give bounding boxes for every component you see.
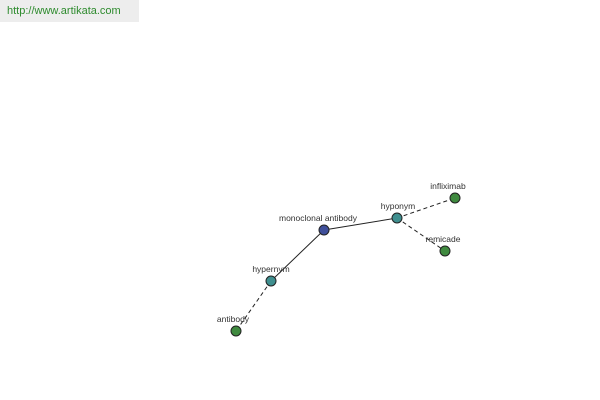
edge-hyponym-remicade (396, 217, 446, 252)
node-label-hyponym[interactable]: hyponym (381, 201, 416, 211)
node-hyponym[interactable] (391, 212, 403, 224)
edge-center-hypernym (270, 229, 325, 282)
node-center[interactable] (318, 224, 330, 236)
node-label-center[interactable]: monoclonal antibody (279, 213, 358, 223)
node-hypernym[interactable] (265, 275, 277, 287)
node-label-remicade[interactable]: remicade (426, 234, 461, 244)
labels-layer: monoclonal antibody hypernym hyponym antibo… (217, 181, 466, 324)
node-infliximab[interactable] (449, 192, 461, 204)
node-label-antibody[interactable]: antibody (217, 314, 250, 324)
edge-hyponym-infliximab (396, 197, 456, 219)
node-label-hypernym[interactable]: hypernym (252, 264, 289, 274)
nodes-layer (230, 192, 461, 337)
node-remicade[interactable] (439, 245, 451, 257)
edge-hypernym-antibody (235, 280, 272, 332)
node-antibody[interactable] (230, 325, 242, 337)
site-url-banner[interactable]: http://www.artikata.com (0, 0, 139, 22)
node-label-infliximab[interactable]: infliximab (430, 181, 466, 191)
edge-center-hyponym (323, 217, 398, 231)
edges-layer (235, 197, 456, 332)
